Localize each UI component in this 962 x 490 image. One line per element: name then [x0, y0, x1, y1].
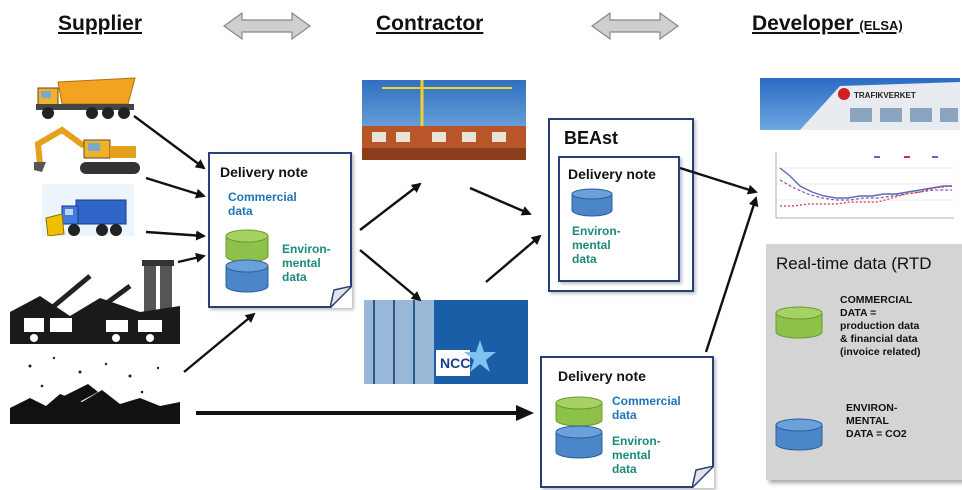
environmental-label: Environ- mental data — [612, 434, 661, 476]
environmental-label: Environ- mental data — [572, 224, 621, 266]
environmental-line: mental — [572, 238, 611, 252]
plant-icon — [10, 256, 180, 344]
rtd-environmental-text: ENVIRON- MENTAL DATA = CO2 — [846, 402, 907, 441]
environmental-line: data — [282, 270, 307, 284]
rtd-text-line: production data — [840, 320, 920, 332]
flow-arrow — [679, 166, 758, 195]
environmental-line: Environ- — [282, 242, 331, 256]
beast-delivery-note: Delivery note Environ- mental data — [558, 156, 680, 282]
dump-truck-icon — [36, 77, 136, 119]
rtd-title: Real-time data (RTD — [776, 254, 932, 273]
environmental-line: data — [612, 462, 637, 476]
developer-header: Developer (ELSA) — [752, 12, 903, 36]
snowplow-truck-icon — [42, 184, 134, 246]
rtd-text-line: & financial data — [840, 333, 918, 345]
environmental-database-icon — [571, 188, 613, 217]
commercial-line: Commercial — [612, 394, 681, 408]
environmental-database-icon — [775, 418, 823, 451]
environmental-line: data — [572, 252, 597, 266]
commercial-line: data — [228, 204, 253, 218]
rtd-box: Real-time data (RTD COMMERCIAL DATA = pr… — [766, 244, 962, 480]
co2-line-chart — [764, 146, 960, 230]
trafikverket-label: TRAFIKVERKET — [854, 91, 916, 100]
rtd-text-line: MENTAL — [846, 415, 889, 427]
double-arrow-icon — [590, 11, 680, 41]
rtd-text-line: DATA = CO2 — [846, 428, 907, 440]
environmental-label: Environ- mental data — [282, 242, 331, 284]
flow-arrow — [704, 196, 759, 353]
beast-box: BEAst Delivery note Environ- mental data — [548, 118, 694, 292]
database-stack-icon — [555, 396, 603, 459]
rtd-text-line: (invoice related) — [840, 346, 921, 358]
developer-title: Developer — [752, 12, 854, 35]
environmental-line: Environ- — [612, 434, 661, 448]
rtd-commercial-text: COMMERCIAL DATA = production data & fina… — [840, 294, 921, 359]
rtd-text-line: ENVIRON- — [846, 402, 898, 414]
beast-title: BEAst — [564, 128, 619, 148]
supplier-delivery-note: Delivery note Commercial data Environ- m… — [208, 152, 352, 308]
flow-arrow-head — [516, 405, 534, 421]
environmental-line: Environ- — [572, 224, 621, 238]
flow-arrow — [133, 115, 206, 170]
quarry-icon — [10, 346, 180, 424]
ncc-site-photo: NCC — [364, 300, 528, 384]
developer-subtitle: (ELSA) — [859, 18, 903, 33]
page-curl-icon — [330, 286, 352, 308]
note-title: Delivery note — [220, 164, 308, 180]
commercial-line: data — [612, 408, 637, 422]
flow-arrow — [145, 176, 206, 199]
note-title: Delivery note — [558, 368, 646, 384]
supplier-header: Supplier — [58, 12, 143, 35]
commercial-label: Commercial data — [228, 190, 297, 218]
rtd-text-line: COMMERCIAL — [840, 294, 913, 306]
page-curl-icon — [692, 466, 714, 488]
rtd-text-line: DATA = — [840, 307, 877, 319]
trafikverket-building-photo: TRAFIKVERKET — [760, 78, 960, 130]
contractor-header: Contractor — [376, 12, 484, 35]
environmental-line: mental — [282, 256, 321, 270]
flow-arrow — [145, 230, 206, 241]
commercial-label: Commercial data — [612, 394, 681, 422]
flow-arrow — [177, 252, 206, 264]
construction-site-photo — [362, 80, 526, 160]
flow-arrow — [485, 234, 542, 283]
database-stack-icon — [225, 229, 269, 293]
double-arrow-icon — [222, 11, 312, 41]
flow-arrow — [469, 186, 532, 216]
commercial-database-icon — [775, 306, 823, 339]
flow-arrow — [183, 312, 256, 373]
excavator-icon — [34, 126, 140, 174]
commercial-line: Commercial — [228, 190, 297, 204]
ncc-label: NCC — [440, 355, 470, 371]
flow-arrow — [359, 182, 422, 231]
note-title: Delivery note — [568, 166, 656, 182]
environmental-line: mental — [612, 448, 651, 462]
flow-arrow — [359, 249, 422, 302]
bottom-delivery-note: Delivery note Commercial data Environ- m… — [540, 356, 714, 488]
